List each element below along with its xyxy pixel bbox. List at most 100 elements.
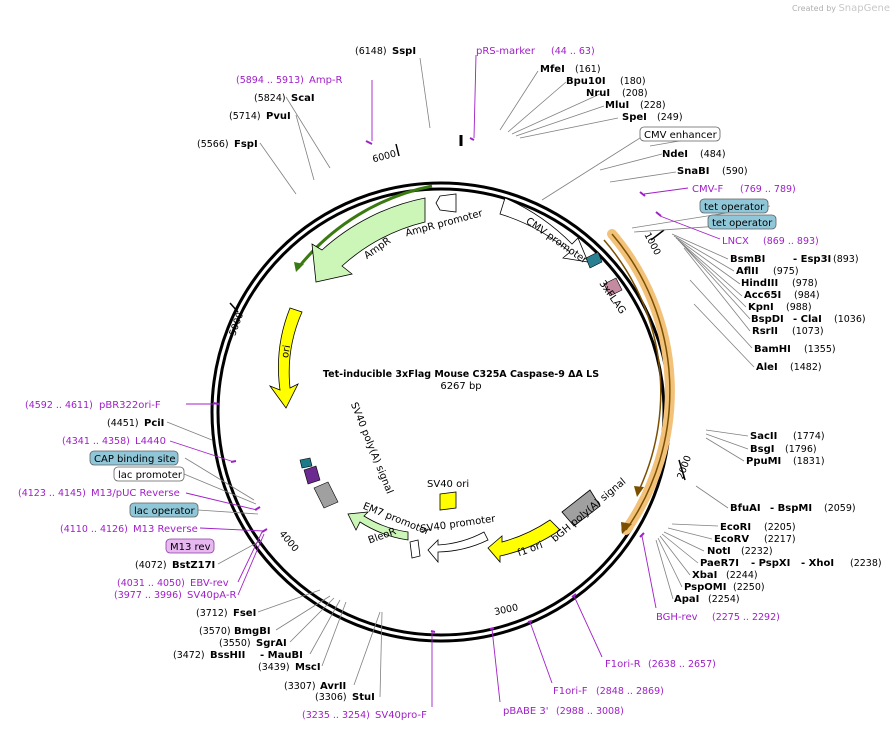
site-bsshii-maubi[interactable]: (3472)BssHII- MauBI bbox=[173, 650, 303, 661]
site-ecorv[interactable]: EcoRV(2217) bbox=[714, 534, 796, 545]
svg-text:SspI: SspI bbox=[392, 46, 416, 57]
site-alei[interactable]: AleI(1482) bbox=[756, 362, 822, 373]
primer-pbabe-3[interactable]: pBABE 3'(2988 .. 3008) bbox=[503, 706, 624, 717]
site-msci[interactable]: (3439)MscI bbox=[258, 662, 321, 673]
bleor-feature[interactable] bbox=[347, 511, 409, 541]
primer-pbr322ori-f[interactable]: (4592 .. 4611)pBR322ori-F bbox=[25, 400, 161, 411]
svg-text:(484): (484) bbox=[700, 149, 726, 160]
svg-text:HindIII: HindIII bbox=[741, 278, 778, 289]
site-sacii[interactable]: SacII(1774) bbox=[750, 431, 825, 442]
watermark-brand: SnapGene bbox=[838, 3, 890, 14]
site-noti[interactable]: NotI(2232) bbox=[707, 546, 773, 557]
svg-text:(6148): (6148) bbox=[355, 46, 387, 57]
primer-ebv-rev[interactable]: (4031 .. 4050)EBV-rev bbox=[117, 578, 229, 589]
primer-bgh-rev[interactable]: BGH-rev(2275 .. 2292) bbox=[656, 612, 780, 623]
svg-text:(208): (208) bbox=[622, 88, 648, 99]
tick-label-3000: 3000 bbox=[493, 602, 519, 618]
lac-promoter-box[interactable]: lac promoter bbox=[113, 466, 185, 482]
svg-text:(2238): (2238) bbox=[850, 558, 882, 569]
site-nrui[interactable]: NruI(208) bbox=[586, 88, 648, 99]
site-sspi[interactable]: (6148) SspI bbox=[355, 46, 416, 57]
svg-text:(5894 .. 5913): (5894 .. 5913) bbox=[236, 75, 304, 86]
site-acc65i[interactable]: Acc65I(984) bbox=[744, 290, 820, 301]
primer-sv40pro-f[interactable]: (3235 .. 3254)SV40pro-F bbox=[302, 710, 427, 721]
svg-text:- BspMI: - BspMI bbox=[770, 503, 812, 514]
svg-text:M13/pUC Reverse: M13/pUC Reverse bbox=[91, 488, 180, 499]
site-avrii[interactable]: (3307)AvrII bbox=[284, 681, 346, 692]
primer-amp-r[interactable]: (5894 .. 5913)Amp-R bbox=[236, 75, 343, 86]
primer-f1ori-f[interactable]: F1ori-F(2848 .. 2869) bbox=[553, 686, 664, 697]
cap-binding-site-box[interactable]: CAP binding site bbox=[89, 450, 179, 466]
site-stui[interactable]: (3306)StuI bbox=[315, 692, 375, 703]
site-snabi[interactable]: SnaBI(590) bbox=[677, 166, 748, 177]
svg-text:BspDI: BspDI bbox=[751, 314, 784, 325]
tet-operator-box-2[interactable]: tet operator bbox=[707, 214, 777, 230]
primer-lncx[interactable]: LNCX(869 .. 893) bbox=[722, 236, 819, 247]
primer-cmv-f[interactable]: CMV-F(769 .. 789) bbox=[692, 184, 796, 195]
em7-promoter-feature[interactable] bbox=[409, 539, 421, 559]
primer-l4440[interactable]: (4341 .. 4358)L4440 bbox=[62, 436, 166, 447]
site-bspdi-clai[interactable]: BspDI- ClaI(1036) bbox=[751, 314, 866, 325]
site-paer7i-pspxi-xhoi[interactable]: PaeR7I- PspXI- XhoI(2238) bbox=[700, 558, 882, 569]
site-bpu10i[interactable]: Bpu10I(180) bbox=[566, 76, 646, 87]
svg-text:lac promoter: lac promoter bbox=[118, 470, 183, 481]
primer-sv40pa-r[interactable]: (3977 .. 3996)SV40pA-R bbox=[114, 590, 236, 601]
primer-f1ori-r[interactable]: F1ori-R(2638 .. 2657) bbox=[605, 659, 716, 670]
svg-text:EcoRI: EcoRI bbox=[720, 522, 751, 533]
lac-operator-box[interactable]: lac operator bbox=[129, 502, 199, 518]
ampr-outer-arrowhead bbox=[294, 262, 304, 272]
svg-text:(1482): (1482) bbox=[790, 362, 822, 373]
primer-m13-puc-reverse[interactable]: (4123 .. 4145)M13/pUC Reverse bbox=[18, 488, 180, 499]
site-bamhi[interactable]: BamHI(1355) bbox=[754, 344, 836, 355]
bgh-polya-feature[interactable] bbox=[561, 489, 601, 527]
site-ppumi[interactable]: PpuMI(1831) bbox=[746, 456, 825, 467]
site-pspomi[interactable]: PspOMI(2250) bbox=[684, 582, 765, 593]
ampr-feature[interactable] bbox=[311, 197, 426, 283]
f1-ori-feature[interactable] bbox=[487, 519, 561, 564]
sv40-polya-feature[interactable] bbox=[313, 481, 339, 509]
ori-feature[interactable] bbox=[268, 307, 303, 409]
site-aflii[interactable]: AflII(975) bbox=[736, 266, 799, 277]
flag-feature[interactable] bbox=[603, 277, 623, 297]
svg-text:(1073): (1073) bbox=[792, 326, 824, 337]
tet-operator-box-1[interactable]: tet operator bbox=[699, 198, 769, 214]
sv40-promoter-feature[interactable] bbox=[427, 531, 489, 564]
svg-text:FspI: FspI bbox=[234, 139, 258, 150]
ampr-promoter-feature[interactable] bbox=[435, 193, 457, 213]
svg-text:BsgI: BsgI bbox=[750, 444, 774, 455]
svg-text:SnaBI: SnaBI bbox=[677, 166, 709, 177]
svg-text:(4110 .. 4126): (4110 .. 4126) bbox=[60, 524, 128, 535]
sv40-ori-feature[interactable] bbox=[439, 491, 457, 511]
cmv-enhancer-box[interactable]: CMV enhancer bbox=[639, 126, 721, 142]
site-bsgi[interactable]: BsgI(1796) bbox=[750, 444, 817, 455]
site-sgrai[interactable]: (3550)SgrAI bbox=[219, 638, 287, 649]
primer-prs-marker[interactable]: pRS-marker(44 .. 63) bbox=[476, 46, 595, 57]
svg-text:Acc65I: Acc65I bbox=[744, 290, 781, 301]
cmv-promoter-feature[interactable] bbox=[499, 197, 589, 263]
site-pvui[interactable]: (5714)PvuI bbox=[229, 111, 291, 122]
site-spei[interactable]: SpeI(249) bbox=[622, 112, 683, 123]
site-apai[interactable]: ApaI(2254) bbox=[674, 594, 740, 605]
m13-rev-box[interactable]: M13 rev bbox=[165, 538, 215, 554]
site-pcii[interactable]: (4451)PciI bbox=[107, 418, 164, 429]
site-mlui[interactable]: MluI(228) bbox=[605, 100, 666, 111]
tet-operator-block bbox=[585, 251, 603, 269]
site-bfuai-bspmi[interactable]: BfuAI- BspMI(2059) bbox=[730, 503, 856, 514]
site-mfei[interactable]: MfeI(161) bbox=[540, 64, 601, 75]
site-xbai[interactable]: XbaI(2244) bbox=[692, 570, 758, 581]
svg-text:MluI: MluI bbox=[605, 100, 629, 111]
site-bsmbi-esp3i[interactable]: BsmBI- Esp3I(893) bbox=[730, 254, 859, 265]
site-kpni[interactable]: KpnI(988) bbox=[748, 302, 812, 313]
site-ecori[interactable]: EcoRI(2205) bbox=[720, 522, 796, 533]
site-bstz17i[interactable]: (4072)BstZ17I bbox=[135, 560, 215, 571]
site-fsei[interactable]: (3712)FseI bbox=[196, 608, 256, 619]
site-ndei[interactable]: NdeI(484) bbox=[662, 149, 726, 160]
site-rsrii[interactable]: RsrII(1073) bbox=[752, 326, 824, 337]
primer-m13-reverse[interactable]: (4110 .. 4126)M13 Reverse bbox=[60, 524, 198, 535]
site-fspi[interactable]: (5566)FspI bbox=[197, 139, 258, 150]
site-scai[interactable]: (5824)ScaI bbox=[254, 93, 315, 104]
tick-label-4000: 4000 bbox=[277, 529, 301, 555]
site-hindiii[interactable]: HindIII(978) bbox=[741, 278, 818, 289]
site-bmgbi[interactable]: (3570)BmgBI bbox=[199, 626, 271, 637]
svg-text:Bpu10I: Bpu10I bbox=[566, 76, 606, 87]
